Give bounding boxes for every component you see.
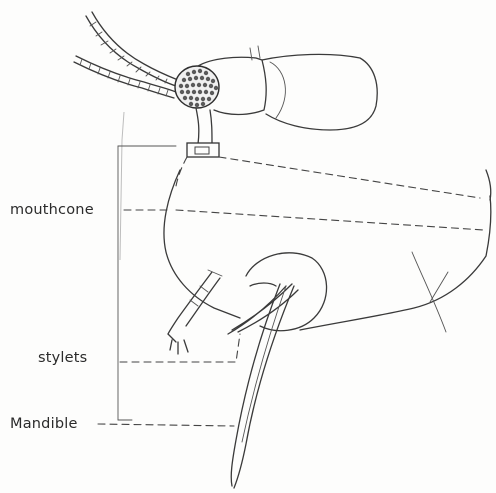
leader-lines [98,146,240,426]
label-mouthcone: mouthcone [10,202,94,218]
antenna-lower [74,56,176,98]
insect-head [74,12,377,157]
mouthcone-tip [187,143,219,157]
enlarged-mouthcone [164,157,491,488]
mouthcone-outline [164,170,240,318]
label-mandible: Mandible [10,416,78,432]
thorax [262,54,377,130]
compound-eye [175,66,219,108]
right-crossing-line [412,252,446,332]
mouthcone-stalk [196,108,212,144]
mandible-base [246,253,327,331]
label-stylets: stylets [38,350,87,366]
faint-guide-line [120,112,124,260]
mandible-stylet [231,284,294,488]
palp [168,270,222,354]
antenna-upper [86,12,178,86]
